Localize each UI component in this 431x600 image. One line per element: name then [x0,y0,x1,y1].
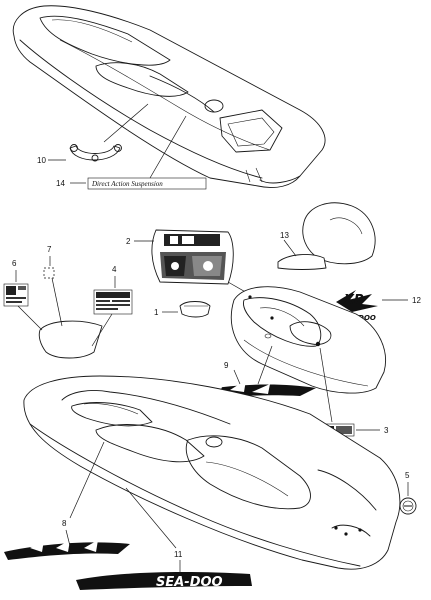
script-decal-item-14: Direct Action Suspension [87,177,207,190]
stripe-decal-item-8 [4,540,130,560]
handle-decal-item-10 [69,144,122,162]
callout-7: 7 [47,245,52,254]
info-label-item-4 [93,289,133,315]
xp-logo-text: XP [343,293,364,308]
callout-14: 14 [56,179,65,188]
seadoo-large-text: SEA-DOO [156,575,223,590]
leader-line-4b [91,313,113,347]
suspension-script-text: Direct Action Suspension [91,180,163,188]
glove-box-lid [38,320,103,359]
leader-line-13 [283,239,297,257]
callout-6: 6 [12,259,17,268]
leader-line-6b [17,305,43,331]
leader-line-11b [125,487,177,549]
callout-3: 3 [384,426,389,435]
leader-line-7b [51,277,63,327]
round-badge-item-5 [399,497,417,515]
leader-line-14b [149,115,187,179]
callout-4: 4 [112,265,117,274]
callout-8: 8 [62,519,67,528]
callout-11: 11 [174,550,183,559]
lower-hull-illustration [23,375,401,570]
seadoo-decal-item-11: SEA-DOO [76,572,252,590]
sticker-item-7 [43,267,55,279]
leader-line-8b [69,441,105,519]
deck-body-illustration [230,286,386,394]
upper-hull-illustration [12,5,326,188]
leader-line-8 [65,529,71,547]
callout-2: 2 [126,237,131,246]
warning-label-item-6 [3,283,29,307]
callout-5: 5 [405,471,410,480]
leader-line-9b [257,345,273,385]
cap-decal-item-1 [179,301,211,318]
leader-line-3b [319,347,333,423]
callout-1: 1 [154,308,159,317]
leader-line-10b [103,103,149,143]
callout-9: 9 [224,361,229,370]
callout-13: 13 [280,231,289,240]
seat-cowl-item-13 [277,202,376,270]
callout-12: 12 [412,296,421,305]
dashboard-decal-item-2 [151,229,234,285]
callout-10: 10 [37,156,46,165]
leader-line-9 [233,369,241,385]
